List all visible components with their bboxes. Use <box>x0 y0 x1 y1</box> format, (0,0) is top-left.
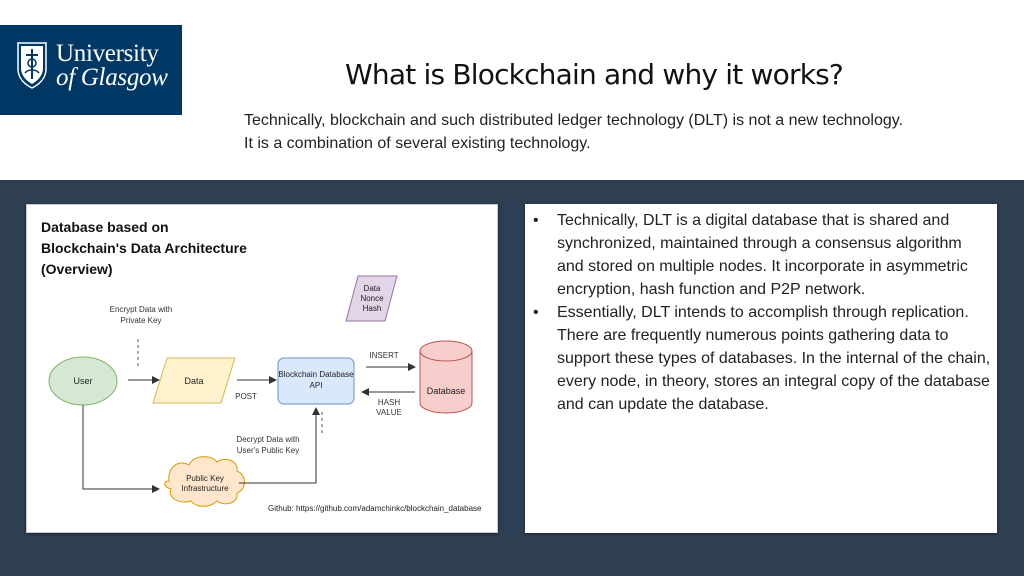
description-card: Technically, DLT is a digital database t… <box>525 204 997 533</box>
bullet-list: Technically, DLT is a digital database t… <box>525 204 997 416</box>
diagram-heading-line-3: (Overview) <box>41 261 113 277</box>
diagram-heading-line-1: Database based on <box>41 219 169 235</box>
pki-label-line-1: Public Key <box>186 474 224 483</box>
insert-label: INSERT <box>369 351 398 360</box>
arrow-pki-to-api <box>239 407 320 484</box>
dnh-line-3: Hash <box>363 304 382 313</box>
architecture-diagram: Database based on Blockchain's Data Arch… <box>41 219 482 513</box>
architecture-diagram-card: Database based on Blockchain's Data Arch… <box>26 204 498 533</box>
university-logo: University of Glasgow <box>0 25 182 115</box>
logo-line-1: University <box>56 40 159 67</box>
encrypt-note-line-2: Private Key <box>121 316 162 325</box>
user-label: User <box>73 376 92 386</box>
data-node <box>152 357 236 404</box>
encrypt-note-line-1: Encrypt Data with <box>110 305 173 314</box>
diagram-heading: Database based on Blockchain's Data Arch… <box>41 219 247 277</box>
bullet-item: Essentially, DLT intends to accomplish t… <box>531 301 991 416</box>
pki-label-line-2: Infrastructure <box>181 484 229 493</box>
database-node <box>419 340 473 414</box>
hash-value-line-2: VALUE <box>376 408 402 417</box>
pki-node <box>164 456 245 507</box>
logo-line-2: of Glasgow <box>56 64 168 91</box>
dnh-line-2: Nonce <box>360 294 384 303</box>
hash-value-line-1: HASH <box>378 398 400 407</box>
database-label: Database <box>427 386 466 396</box>
blockchain-api-node <box>277 357 355 405</box>
slide-title: What is Blockchain and why it works? <box>345 58 844 91</box>
slide-subtitle: Technically, blockchain and such distrib… <box>244 112 904 152</box>
diagram-heading-line-2: Blockchain's Data Architecture <box>41 240 247 256</box>
bullet-item: Technically, DLT is a digital database t… <box>531 209 991 301</box>
arrow-user-to-pki <box>82 405 160 493</box>
api-label-line-2: API <box>310 381 323 390</box>
post-label: POST <box>235 392 257 401</box>
university-crest-icon <box>17 42 47 89</box>
data-label: Data <box>184 376 203 386</box>
api-label-line-1: Blockchain Database <box>278 370 354 379</box>
decrypt-note-line-1: Decrypt Data with <box>236 435 299 444</box>
github-link: Github: https://github.com/adamchinkc/bl… <box>268 504 482 513</box>
decrypt-note-line-2: User's Public Key <box>237 446 299 455</box>
university-name: University of Glasgow <box>56 40 168 91</box>
dnh-line-1: Data <box>364 284 381 293</box>
data-nonce-hash-node <box>345 275 398 322</box>
